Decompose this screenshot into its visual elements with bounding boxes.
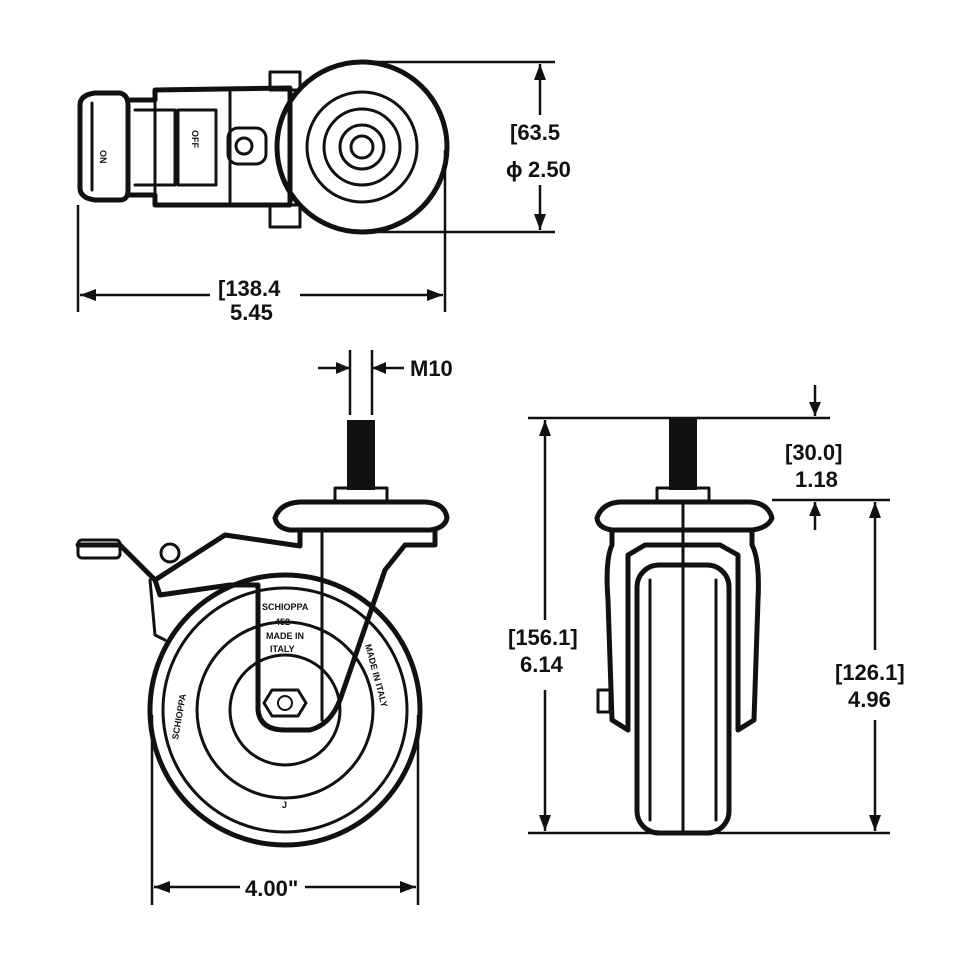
brake-pivot	[159, 542, 181, 564]
arrow-left	[80, 289, 96, 301]
thread-label: M10	[410, 356, 453, 381]
bearing-ring	[338, 123, 386, 171]
pivot-hole	[234, 136, 254, 156]
axle-center	[277, 695, 293, 711]
housing-text-4: ITALY	[270, 644, 295, 654]
wheel-hub-ring	[305, 90, 419, 204]
wheel-code: J	[282, 800, 287, 810]
axle-nut	[262, 688, 308, 718]
overall-arrow-bottom	[539, 815, 551, 831]
stem-arrow-bottom	[809, 502, 821, 516]
brake-lever-pad	[76, 538, 122, 560]
brake-block	[176, 108, 218, 187]
stem-height-in: 1.18	[795, 467, 838, 492]
wheel-arrow-left	[154, 881, 170, 893]
plate-arrow-top	[869, 502, 881, 518]
wheel-hub-inner	[322, 107, 402, 187]
pedal-on-label: ON	[98, 150, 108, 164]
wheel-outline-side	[147, 572, 423, 848]
overall-height-in: 6.14	[520, 652, 564, 677]
stem-height-mm: [30.0]	[785, 440, 842, 465]
thread-arrow-left	[336, 362, 350, 374]
axle-hole	[349, 134, 375, 160]
brake-pedal	[77, 90, 131, 203]
front-threaded-stem	[669, 418, 697, 490]
brake-housing-top	[125, 85, 293, 208]
arrow-top	[534, 64, 546, 80]
wheel-tread-ring	[161, 586, 409, 834]
housing-text-2: 452	[275, 617, 290, 627]
wheel-brand-text: SCHIOPPA	[170, 692, 188, 740]
wheel-arrow-right	[400, 881, 416, 893]
wheel-hub-ring-side	[228, 653, 342, 767]
overall-length-in: 5.45	[230, 300, 273, 325]
diameter-symbol: ϕ	[506, 157, 523, 182]
brake-link	[133, 108, 177, 187]
housing-text-1: SCHIOPPA	[262, 602, 309, 612]
plate-arrow-bottom	[869, 815, 881, 831]
top-view: ON OFF [138.4 5.45 [63.5	[76, 59, 571, 325]
overall-height-mm: [156.1]	[508, 625, 578, 650]
wheel-outline-top	[274, 59, 450, 235]
brake-lever	[75, 542, 158, 583]
wheel-dia-in: 2.50	[528, 157, 571, 182]
wheel-rim-ring	[195, 620, 375, 800]
bolt-head-top	[268, 70, 302, 92]
wheel-dia-mm: [63.5	[510, 120, 560, 145]
front-view: [156.1] 6.14 [30.0] 1.18 [126.1] 4.96	[508, 385, 905, 836]
brake-arm	[148, 578, 167, 642]
overall-length-mm: [138.4	[218, 276, 281, 301]
side-view: M10 SCHIOPPA 452 MADE IN ITALY SCHIOPPA …	[75, 350, 453, 905]
arrow-right	[427, 289, 443, 301]
front-top-plate	[594, 499, 775, 533]
bolt-head-bottom	[268, 203, 302, 229]
thread-arrow-right	[372, 362, 386, 374]
plate-height-in: 4.96	[848, 687, 891, 712]
brake-off-label: OFF	[190, 130, 200, 148]
arrow-bottom	[534, 214, 546, 230]
plate-height-mm: [126.1]	[835, 660, 905, 685]
threaded-stem	[347, 420, 375, 490]
front-axle-nut	[596, 688, 612, 714]
housing-text-3: MADE IN	[266, 631, 304, 641]
overall-arrow-top	[539, 420, 551, 436]
stem-arrow-top	[809, 402, 821, 416]
wheel-dia-label: 4.00"	[245, 876, 298, 901]
top-plate	[272, 499, 450, 533]
pivot-lug	[226, 126, 268, 166]
